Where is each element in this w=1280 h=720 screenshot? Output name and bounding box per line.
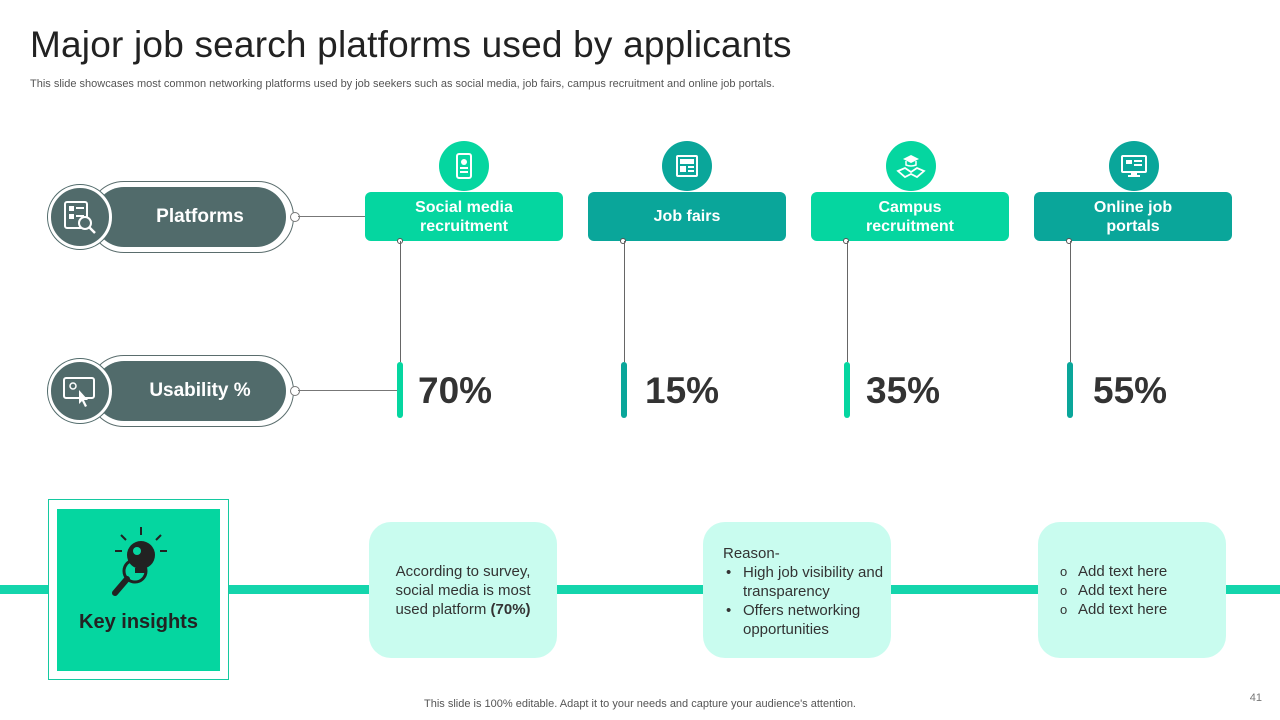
insight-card-reasons: Reason- High job visibility and transpar…	[703, 522, 891, 658]
usability-bar-social-media	[397, 362, 403, 418]
checklist-search-icon	[48, 185, 112, 249]
platforms-connector	[298, 216, 366, 217]
lightbulb-search-icon	[111, 527, 167, 596]
usability-online-job-portals: 55%	[1093, 370, 1168, 411]
job-newspaper-icon	[662, 141, 712, 191]
platforms-label: Platforms	[94, 187, 286, 247]
list-item: Offers networking opportunities	[723, 601, 891, 639]
usability-bar-online-job-portals	[1067, 362, 1073, 418]
usability-job-fairs: 15%	[645, 370, 720, 411]
platform-job-fairs: Job fairs	[588, 192, 786, 244]
usability-bar-job-fairs	[621, 362, 627, 418]
page-subtitle: This slide showcases most common network…	[30, 78, 775, 90]
platform-social-media: Social media recruitment	[365, 192, 563, 244]
key-insights-title: Key insights	[79, 611, 198, 633]
usability-campus-recruitment: 35%	[866, 370, 941, 411]
platform-online-job-portals: Online job portals	[1034, 192, 1232, 244]
mobile-profile-icon	[439, 141, 489, 191]
insight-card-placeholder: Add text here Add text here Add text her…	[1038, 522, 1226, 658]
footer-note: This slide is 100% editable. Adapt it to…	[424, 698, 856, 710]
list-item: Add text here	[1060, 600, 1226, 619]
touch-screen-icon	[48, 359, 112, 423]
reason-heading: Reason-	[723, 545, 780, 562]
page-number: 41	[1249, 692, 1262, 704]
usability-label: Usability %	[94, 361, 286, 421]
usability-row-label: Usability %	[48, 355, 300, 427]
usability-social-media: 70%	[418, 370, 493, 411]
list-item: High job visibility and transparency	[723, 563, 891, 601]
monitor-portal-icon	[1109, 141, 1159, 191]
platform-campus-recruitment: Campus recruitment	[811, 192, 1009, 244]
page-title: Major job search platforms used by appli…	[30, 24, 792, 65]
usability-bar-campus-recruitment	[844, 362, 850, 418]
key-insights-panel: Key insights	[48, 499, 229, 680]
platforms-row-label: Platforms	[48, 181, 300, 253]
list-item: Add text here	[1060, 562, 1226, 581]
handshake-graduation-icon	[886, 141, 936, 191]
insights-band	[0, 585, 1280, 594]
insight-card-survey: According to survey, social media is mos…	[369, 522, 557, 658]
usability-connector	[298, 390, 400, 391]
list-item: Add text here	[1060, 581, 1226, 600]
